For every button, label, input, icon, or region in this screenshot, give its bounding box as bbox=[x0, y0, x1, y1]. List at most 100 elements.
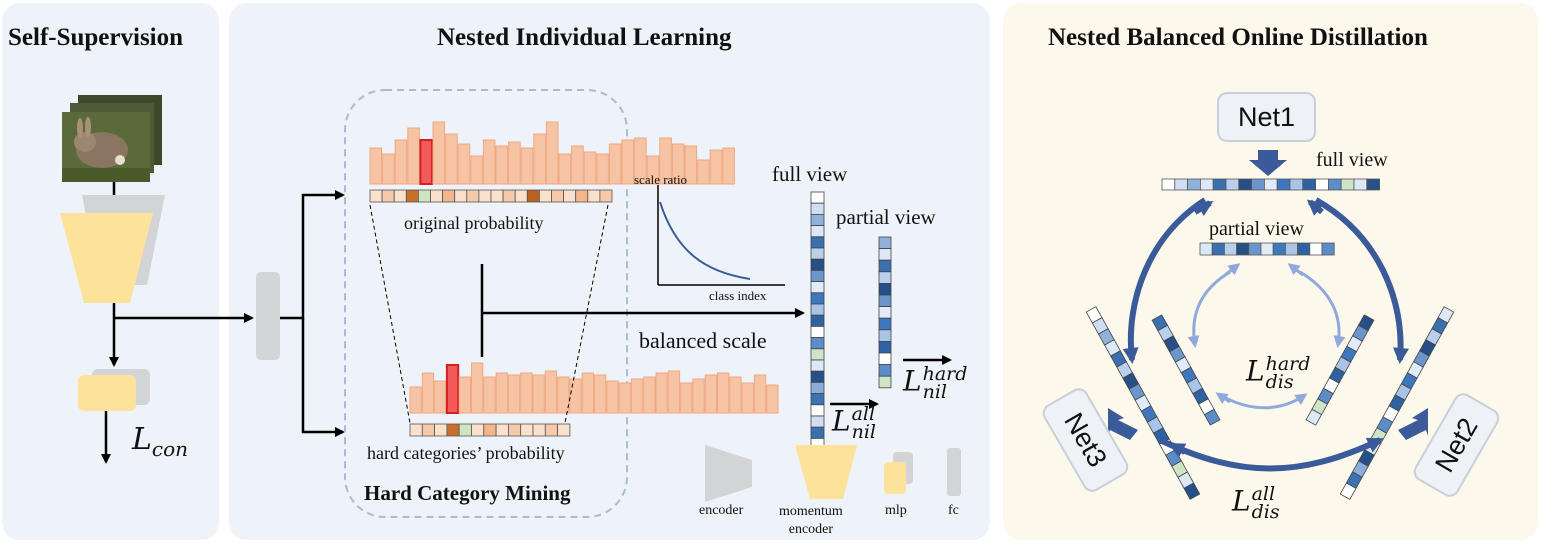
strip-cell bbox=[810, 325, 825, 338]
net2-partial-view-strip bbox=[1305, 314, 1375, 426]
histogram-bar bbox=[544, 370, 558, 414]
histogram-bar bbox=[583, 151, 597, 185]
histogram-bar bbox=[419, 139, 433, 185]
strip-cell bbox=[810, 236, 825, 249]
net1-full-view-strip bbox=[1161, 178, 1381, 191]
loss-lcon: Lcon bbox=[132, 422, 189, 461]
strip-cell bbox=[810, 292, 825, 305]
strip-cell bbox=[1174, 178, 1189, 191]
histogram-bar bbox=[596, 153, 609, 185]
strip-cell bbox=[1212, 178, 1227, 191]
strip-cell bbox=[1302, 178, 1317, 191]
strip-cell bbox=[502, 189, 516, 203]
strip-cell bbox=[430, 189, 444, 203]
strip-cell bbox=[810, 314, 825, 327]
rotated-strip bbox=[1305, 314, 1375, 426]
strip-cell bbox=[1203, 408, 1221, 426]
strip-cell bbox=[1289, 178, 1304, 191]
strip-cell bbox=[1248, 242, 1262, 256]
histogram-bar bbox=[594, 374, 607, 414]
class-index-label: class index bbox=[709, 288, 767, 303]
histogram-bar bbox=[741, 382, 754, 414]
histogram-bar bbox=[382, 153, 395, 185]
arrow-net3-to-net2 bbox=[1158, 437, 1384, 472]
strip-cell bbox=[478, 189, 492, 203]
strip-cell bbox=[1297, 242, 1311, 256]
momentum-encoder-shape bbox=[60, 213, 153, 303]
strip-cell bbox=[810, 337, 825, 350]
strip-cell bbox=[575, 189, 589, 203]
strip-cell bbox=[458, 423, 472, 437]
rotated-strip bbox=[1151, 314, 1221, 426]
histogram-bar bbox=[508, 141, 521, 185]
strip-cell bbox=[442, 189, 456, 203]
strip-cell bbox=[381, 189, 395, 203]
histogram-bar bbox=[532, 374, 545, 414]
net1-label: Net1 bbox=[1237, 102, 1296, 132]
strip-cell bbox=[471, 423, 485, 437]
strip-cell bbox=[1285, 242, 1299, 256]
histogram-bar bbox=[495, 372, 508, 414]
strip-cell bbox=[1187, 178, 1201, 191]
strip-cell bbox=[434, 423, 448, 437]
histogram-bar bbox=[421, 372, 435, 414]
legend-encoder-label: encoder bbox=[699, 503, 744, 518]
legend-momentum-encoder-shape bbox=[795, 445, 857, 499]
strip-cell bbox=[810, 213, 825, 226]
histogram-bar bbox=[766, 384, 779, 414]
histogram-bar bbox=[606, 380, 619, 414]
histogram-bar bbox=[533, 133, 546, 185]
legend-mlp-shape bbox=[884, 462, 906, 494]
histogram-bar bbox=[545, 121, 559, 185]
strip-cell bbox=[1339, 482, 1357, 500]
strip-cell bbox=[393, 189, 407, 203]
scale-ratio-label: scale ratio bbox=[634, 172, 688, 187]
histogram-bar bbox=[667, 370, 681, 414]
strip-cell bbox=[557, 423, 571, 437]
strip-cell bbox=[878, 271, 892, 284]
strip-cell bbox=[507, 423, 522, 437]
strip-cell bbox=[878, 317, 892, 331]
strip-cell bbox=[520, 423, 534, 437]
legend-fc-shape bbox=[947, 448, 961, 496]
histogram-bar bbox=[507, 374, 521, 414]
partial-view-label: partial view bbox=[836, 205, 936, 229]
legend-momentum-encoder-label: momentum encoder bbox=[779, 504, 843, 537]
strip-cell bbox=[878, 306, 892, 319]
histogram-bar bbox=[483, 376, 496, 414]
histogram-bar bbox=[717, 372, 730, 414]
strip-cell bbox=[878, 375, 892, 389]
input-images bbox=[62, 95, 162, 182]
strip-cell bbox=[446, 423, 460, 437]
arrow-partial-net2-to-net3 bbox=[1215, 392, 1231, 404]
strip-cell bbox=[551, 189, 565, 203]
strip-cell bbox=[810, 348, 825, 361]
net3-partial-view-strip bbox=[1151, 314, 1221, 426]
histogram-bar bbox=[407, 127, 420, 185]
strip-cell bbox=[878, 364, 892, 377]
strip-cell bbox=[810, 415, 825, 428]
full-view-strip bbox=[810, 191, 825, 450]
histogram-bar bbox=[445, 133, 458, 185]
strip-cell bbox=[810, 247, 825, 260]
hard-probability-histogram bbox=[409, 362, 779, 414]
strip-cell bbox=[1161, 178, 1176, 191]
strip-cell bbox=[810, 281, 825, 294]
hcm-title: Hard Category Mining bbox=[364, 481, 571, 505]
strip-cell bbox=[810, 359, 825, 372]
histogram-bar bbox=[729, 376, 742, 414]
strip-cell bbox=[878, 352, 892, 366]
net1-partial-view-strip bbox=[1199, 242, 1335, 256]
arrow-partial-net1-to-net2 bbox=[1299, 270, 1346, 348]
strip-cell bbox=[1264, 178, 1278, 191]
histogram-bar bbox=[558, 153, 572, 185]
nested-individual-title: Nested Individual Learning bbox=[437, 24, 732, 51]
arrow-fc-to-hard bbox=[301, 318, 345, 437]
original-probability-strip bbox=[369, 189, 613, 203]
arrow-net3-to-net1 bbox=[1193, 200, 1214, 217]
histogram-bar bbox=[557, 376, 570, 414]
strip-cell bbox=[810, 393, 825, 406]
histogram-bar bbox=[704, 374, 718, 414]
